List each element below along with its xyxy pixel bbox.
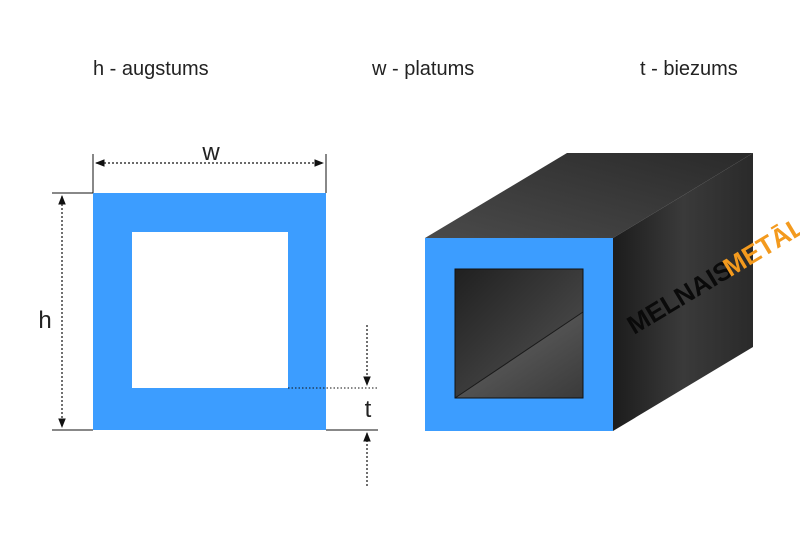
cross-section bbox=[93, 193, 326, 430]
height-dimension: h bbox=[38, 192, 93, 431]
width-dimension: w bbox=[92, 139, 327, 193]
thickness-label: t bbox=[365, 396, 372, 423]
legend-height: h - augstums bbox=[93, 58, 209, 80]
tube-top-face bbox=[425, 153, 753, 238]
profile-hollow bbox=[132, 232, 288, 388]
thickness-dimension: t bbox=[288, 325, 378, 486]
width-label: w bbox=[201, 139, 220, 166]
height-label: h bbox=[38, 307, 51, 334]
tube-side-face bbox=[613, 153, 753, 431]
legend-width: w - platums bbox=[372, 58, 475, 80]
legend-thickness: t - biezums bbox=[640, 58, 738, 80]
tube-3d: MELNAIS METĀLS bbox=[425, 153, 800, 431]
